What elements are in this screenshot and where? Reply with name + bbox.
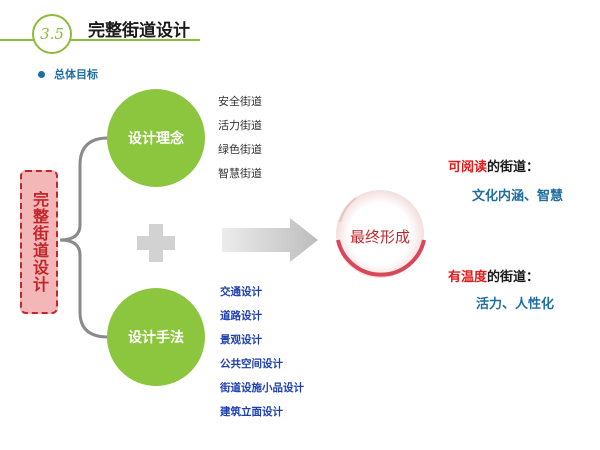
list-item: 交通设计	[220, 286, 262, 298]
page-title: 完整街道设计	[88, 21, 190, 41]
list-item: 街道设施小品设计	[220, 382, 304, 394]
goal-title-warm: 有温度的街道：	[448, 266, 539, 285]
goal-detail-warm: 活力、人性化	[476, 297, 555, 312]
section-number-badge: 3.5	[32, 14, 72, 54]
list-item: 道路设计	[220, 310, 262, 322]
goal-detail-readable: 文化内涵、智慧	[472, 189, 564, 204]
design-method-circle: 设计手法	[107, 288, 205, 386]
complete-street-box: 完整街道设计	[20, 170, 58, 314]
list-item: 公共空间设计	[220, 358, 283, 370]
list-item: 建筑立面设计	[220, 406, 283, 418]
design-concept-label: 设计理念	[128, 131, 184, 147]
section-number: 3.5	[40, 25, 64, 43]
list-item: 智慧街道	[218, 167, 262, 180]
complete-street-label: 完整街道设计	[30, 191, 49, 293]
bullet-icon	[38, 71, 45, 78]
final-result-label: 最终形成	[349, 228, 410, 246]
list-item: 活力街道	[218, 119, 262, 132]
goal-suffix: 的街道：	[487, 270, 540, 285]
design-method-label: 设计手法	[128, 330, 184, 346]
plus-icon	[137, 224, 175, 262]
list-item: 安全街道	[218, 95, 262, 108]
list-item: 绿色街道	[218, 143, 262, 156]
arrow-right-icon	[222, 218, 318, 262]
design-concept-circle: 设计理念	[107, 89, 205, 187]
page-subtitle: 总体目标	[54, 68, 98, 81]
goal-highlight: 有温度	[448, 270, 488, 285]
goal-highlight: 可阅读	[448, 160, 488, 175]
method-list: 交通设计 道路设计 景观设计 公共空间设计 街道设施小品设计 建筑立面设计	[220, 284, 304, 428]
brace-connector	[59, 136, 109, 339]
list-item: 景观设计	[220, 334, 262, 346]
concept-list: 安全街道 活力街道 绿色街道 智慧街道	[218, 94, 262, 190]
goal-title-readable: 可阅读的街道：	[448, 156, 539, 175]
goal-suffix: 的街道：	[487, 160, 540, 175]
final-ring	[336, 190, 426, 278]
